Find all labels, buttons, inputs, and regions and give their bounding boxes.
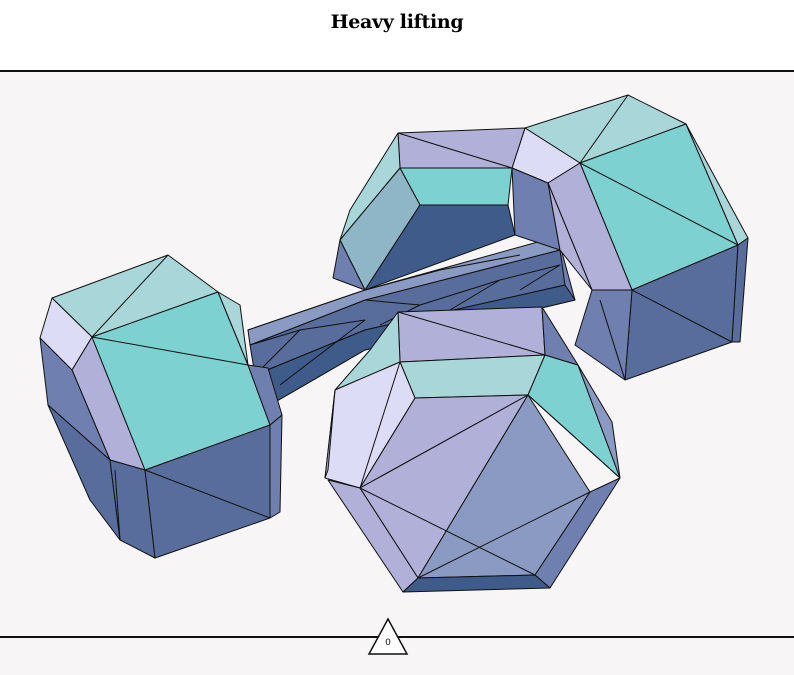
status-bar: 0 (0, 617, 794, 675)
header: Heavy lifting (0, 0, 794, 72)
back-right-weight[interactable] (332, 94, 749, 381)
move-count: 0 (385, 638, 391, 648)
move-counter: 0 (366, 617, 410, 657)
front-weight[interactable] (324, 306, 621, 593)
left-weight[interactable] (39, 254, 283, 559)
puzzle-canvas[interactable] (0, 72, 794, 637)
puzzle-title: Heavy lifting (330, 11, 464, 33)
dumbbell-polyhedron[interactable] (0, 72, 794, 637)
triangle-icon (367, 617, 409, 655)
